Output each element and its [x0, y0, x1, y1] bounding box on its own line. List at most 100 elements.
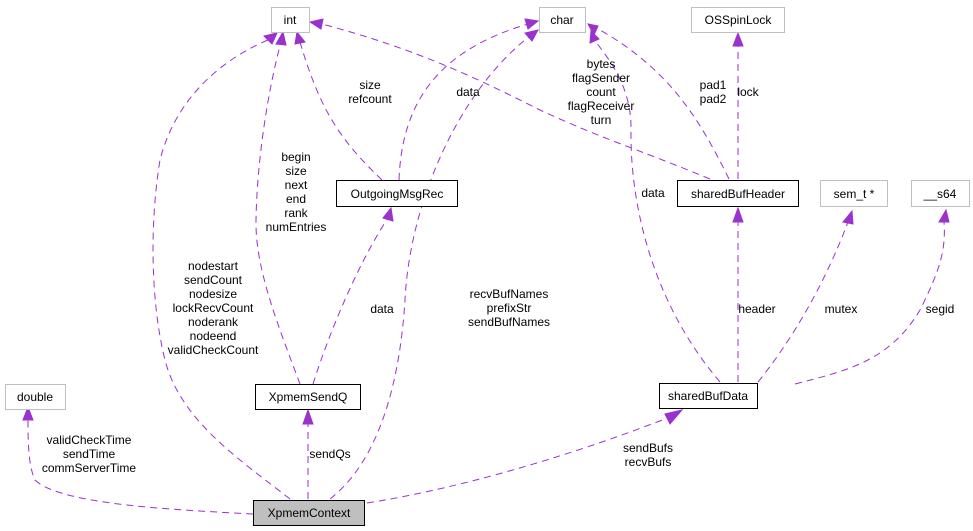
- arrowhead-icon: [22, 405, 34, 421]
- edge-label: flagReceiver: [568, 99, 635, 113]
- node-sharedbufdata[interactable]: sharedBufData: [659, 383, 758, 409]
- node-sharedbufdata-label: sharedBufData: [668, 389, 748, 403]
- arrowhead-icon: [302, 408, 314, 425]
- edge-label: bytes: [587, 57, 616, 71]
- label-sendq-to-outgoing: data: [370, 302, 394, 316]
- edge-label: end: [286, 192, 306, 206]
- label-data-to-char: data: [641, 186, 665, 200]
- edge-label: nodeend: [190, 329, 237, 343]
- arrowhead-icon: [382, 206, 394, 222]
- edge-label: numEntries: [266, 220, 327, 234]
- node-xpmemcontext-label: XpmemContext: [268, 506, 351, 520]
- edge-label: data: [641, 186, 665, 200]
- edge-context-to-sendq: [302, 408, 314, 499]
- edge-label: noderank: [188, 315, 239, 329]
- node-xpmemcontext[interactable]: XpmemContext: [253, 500, 365, 526]
- edge-context-to-data: [366, 409, 684, 504]
- arrowhead-icon: [938, 208, 950, 223]
- label-outgoing-to-int: size refcount: [348, 78, 392, 106]
- edge-label: validCheckCount: [168, 343, 259, 357]
- edge-label: prefixStr: [487, 301, 532, 315]
- node-sharedbufheader[interactable]: sharedBufHeader: [677, 180, 799, 207]
- label-context-to-sendq: sendQs: [309, 447, 350, 461]
- edge-header-to-spinlock: [732, 31, 744, 179]
- node-double[interactable]: double: [5, 384, 66, 410]
- arrowhead-icon: [308, 18, 324, 30]
- edge-label: sendCount: [184, 273, 243, 287]
- node-osspinlock-label: OSSpinLock: [705, 13, 773, 27]
- node-char[interactable]: char: [539, 7, 586, 33]
- edge-label: lockRecvCount: [173, 301, 254, 315]
- arrowhead-icon: [587, 23, 599, 37]
- node-char-label: char: [550, 13, 573, 27]
- edge-label: header: [738, 302, 775, 316]
- label-sendq-to-int: begin size next end rank numEntries: [266, 150, 327, 234]
- node-sharedbufheader-label: sharedBufHeader: [691, 187, 785, 201]
- label-outgoing-to-char: data: [456, 85, 480, 99]
- edge-label: mutex: [825, 302, 858, 316]
- edge-label: begin: [281, 150, 310, 164]
- edge-data-to-char: [589, 29, 721, 383]
- edge-label: flagSender: [572, 71, 630, 85]
- label-data-to-s64: segid: [926, 302, 955, 316]
- label-context-to-int: nodestart sendCount nodesize lockRecvCou…: [168, 259, 259, 357]
- edge-header-to-int: [308, 18, 711, 180]
- edge-label: refcount: [348, 92, 392, 106]
- label-context-to-char: recvBufNames prefixStr sendBufNames: [468, 287, 550, 329]
- edge-label: data: [370, 302, 394, 316]
- edge-label: commServerTime: [42, 461, 137, 475]
- edge-label: data: [456, 85, 480, 99]
- edge-label: lock: [737, 85, 759, 99]
- edge-label: sendTime: [63, 447, 116, 461]
- edge-data-to-sem: [757, 209, 854, 383]
- edge-label: validCheckTime: [47, 433, 132, 447]
- edge-label: nodesize: [189, 287, 237, 301]
- edge-context-to-double: [22, 405, 254, 515]
- arrowhead-icon: [842, 209, 854, 225]
- label-context-to-double: validCheckTime sendTime commServerTime: [42, 433, 137, 475]
- edge-context-to-char: [329, 29, 539, 500]
- label-context-to-data: sendBufs recvBufs: [623, 441, 673, 469]
- edge-label: segid: [926, 302, 955, 316]
- arrowhead-icon: [275, 30, 287, 46]
- node-s64[interactable]: __s64: [911, 180, 970, 207]
- edge-label: turn: [591, 113, 612, 127]
- edge-label: sendBufs: [623, 441, 673, 455]
- node-outgoingmsgrec[interactable]: OutgoingMsgRec: [336, 180, 458, 207]
- edge-label: recvBufs: [625, 455, 672, 469]
- arrowhead-icon: [294, 30, 306, 45]
- label-header-to-spinlock: lock: [737, 85, 759, 99]
- edge-label: recvBufNames: [470, 287, 549, 301]
- edge-label: size: [359, 78, 381, 92]
- node-osspinlock[interactable]: OSSpinLock: [691, 7, 785, 33]
- edge-label: nodestart: [188, 259, 239, 273]
- node-int-label: int: [284, 13, 297, 27]
- edge-label: rank: [284, 206, 308, 220]
- edge-outgoing-to-char: [398, 18, 540, 181]
- node-sem-t-label: sem_t *: [834, 187, 875, 201]
- edge-outgoing-to-int: [294, 30, 383, 181]
- edge-sendq-to-outgoing: [312, 206, 394, 385]
- edge-context-to-int: [152, 32, 291, 500]
- label-header-to-char: bytes flagSender count flagReceiver turn: [568, 57, 635, 127]
- arrowhead-icon: [732, 206, 744, 223]
- arrowhead-icon: [524, 18, 540, 30]
- edge-label: pad1: [700, 78, 727, 92]
- node-outgoingmsgrec-label: OutgoingMsgRec: [351, 187, 444, 201]
- node-s64-label: __s64: [923, 187, 957, 201]
- arrowhead-icon: [732, 31, 744, 47]
- edge-data-to-header: [732, 206, 744, 382]
- node-double-label: double: [17, 390, 53, 404]
- edge-label: next: [285, 178, 308, 192]
- arrowhead-icon: [524, 29, 539, 42]
- node-xpmemsendq[interactable]: XpmemSendQ: [255, 384, 361, 410]
- label-header-to-int: pad1 pad2: [700, 78, 727, 106]
- edge-header-to-char: [587, 23, 730, 180]
- edge-label: sendQs: [309, 447, 350, 461]
- node-int[interactable]: int: [271, 7, 310, 33]
- node-sem-t[interactable]: sem_t *: [820, 180, 888, 207]
- node-xpmemsendq-label: XpmemSendQ: [269, 390, 348, 404]
- edge-data-to-s64: [794, 208, 950, 385]
- edge-label: sendBufNames: [468, 315, 550, 329]
